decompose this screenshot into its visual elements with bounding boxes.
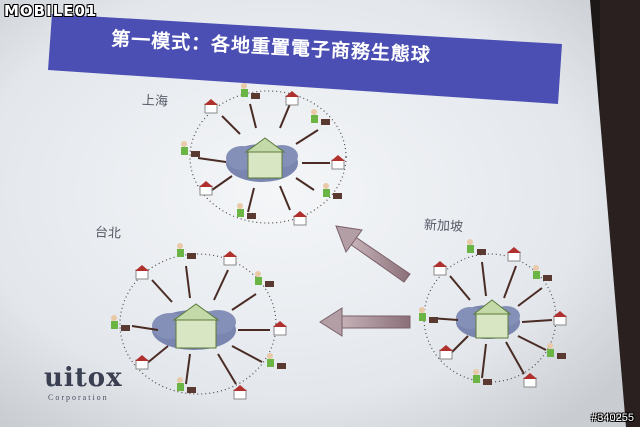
farmhouse-shanghai bbox=[247, 149, 283, 179]
farmhouse-taipei bbox=[175, 317, 217, 349]
farmhouse-singapore bbox=[475, 311, 509, 339]
ecosystem-singapore bbox=[419, 239, 567, 388]
company-logo: uitox bbox=[44, 363, 123, 393]
ring-shanghai bbox=[189, 90, 347, 224]
city-label-singapore: 新加坡 bbox=[423, 217, 464, 236]
title-band bbox=[48, 14, 562, 104]
watermark: MOBILE01 bbox=[4, 2, 98, 20]
photo-id: #340255 bbox=[591, 412, 634, 424]
company-logo-subtitle: Corporation bbox=[48, 393, 109, 402]
ecosystem-taipei bbox=[111, 243, 287, 400]
arrow-to-shanghai bbox=[335, 225, 411, 283]
ring-taipei bbox=[119, 253, 277, 395]
city-label-taipei: 台北 bbox=[94, 225, 122, 242]
nodes-shanghai bbox=[181, 83, 345, 226]
nodes-singapore bbox=[419, 239, 567, 388]
nodes-taipei bbox=[111, 243, 287, 400]
city-label-shanghai: 上海 bbox=[141, 93, 169, 110]
arrow-to-taipei bbox=[319, 307, 411, 337]
ecosystem-shanghai bbox=[181, 83, 347, 226]
